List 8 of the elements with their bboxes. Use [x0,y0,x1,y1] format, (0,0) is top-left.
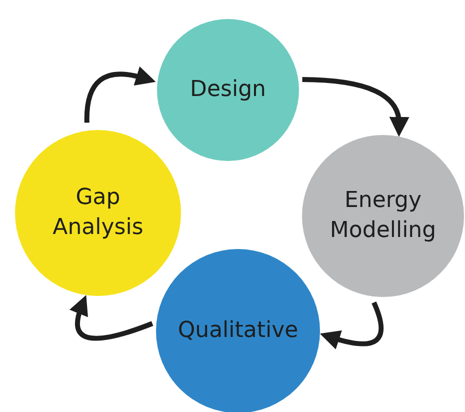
curved-arrow [84,66,156,123]
stage-label: Design [190,76,266,104]
stage-label: Energy Modelling [328,187,438,245]
curved-arrow [320,302,384,350]
curved-arrow [70,294,154,341]
stage-label: Gap Analysis [52,184,144,242]
stage-label: Qualitative [178,317,298,346]
curved-arrow [302,77,409,137]
